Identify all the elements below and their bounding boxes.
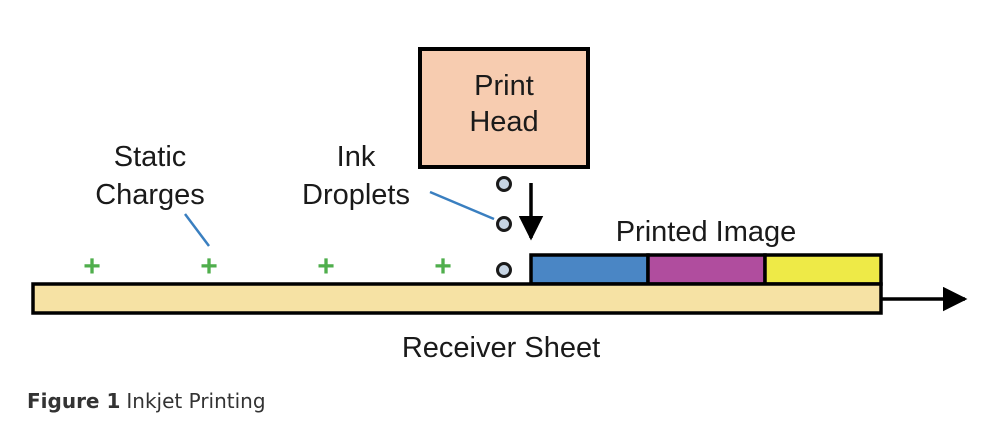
static-charge-plus: + <box>83 250 101 283</box>
ink-droplets-leader-line <box>429 190 495 221</box>
printed-image-label: Printed Image <box>616 216 797 248</box>
print-head-box <box>418 47 590 169</box>
static-charges-label-line2: Charges <box>95 179 205 211</box>
ink-droplets <box>496 176 512 278</box>
static-charges-leader-line <box>184 213 210 247</box>
ink-droplet <box>496 216 512 232</box>
figure-title: Inkjet Printing <box>126 389 266 413</box>
static-charge-plus: + <box>317 250 335 283</box>
printed-image <box>529 253 883 286</box>
print-head-label-line1: Print <box>474 70 534 102</box>
print-head: Print Head <box>418 47 590 169</box>
print-head-label-line2: Head <box>469 106 538 138</box>
receiver-sheet <box>31 282 883 315</box>
ink-droplets-label-line1: Ink <box>337 141 376 173</box>
static-charge-plus: + <box>434 250 452 283</box>
ink-droplet <box>496 262 512 278</box>
ink-droplet <box>496 176 512 192</box>
printed-image-magenta-strip <box>646 253 767 286</box>
ink-droplets-label-line2: Droplets <box>302 179 410 211</box>
printed-image-blue-strip <box>529 253 650 286</box>
receiver-sheet-label: Receiver Sheet <box>402 332 600 364</box>
static-charges-label-line1: Static <box>114 141 187 173</box>
figure-number: Figure 1 <box>27 389 121 413</box>
static-charge-plus: + <box>200 250 218 283</box>
static-charges: + + + + <box>83 250 452 283</box>
printed-image-yellow-strip <box>763 253 883 286</box>
